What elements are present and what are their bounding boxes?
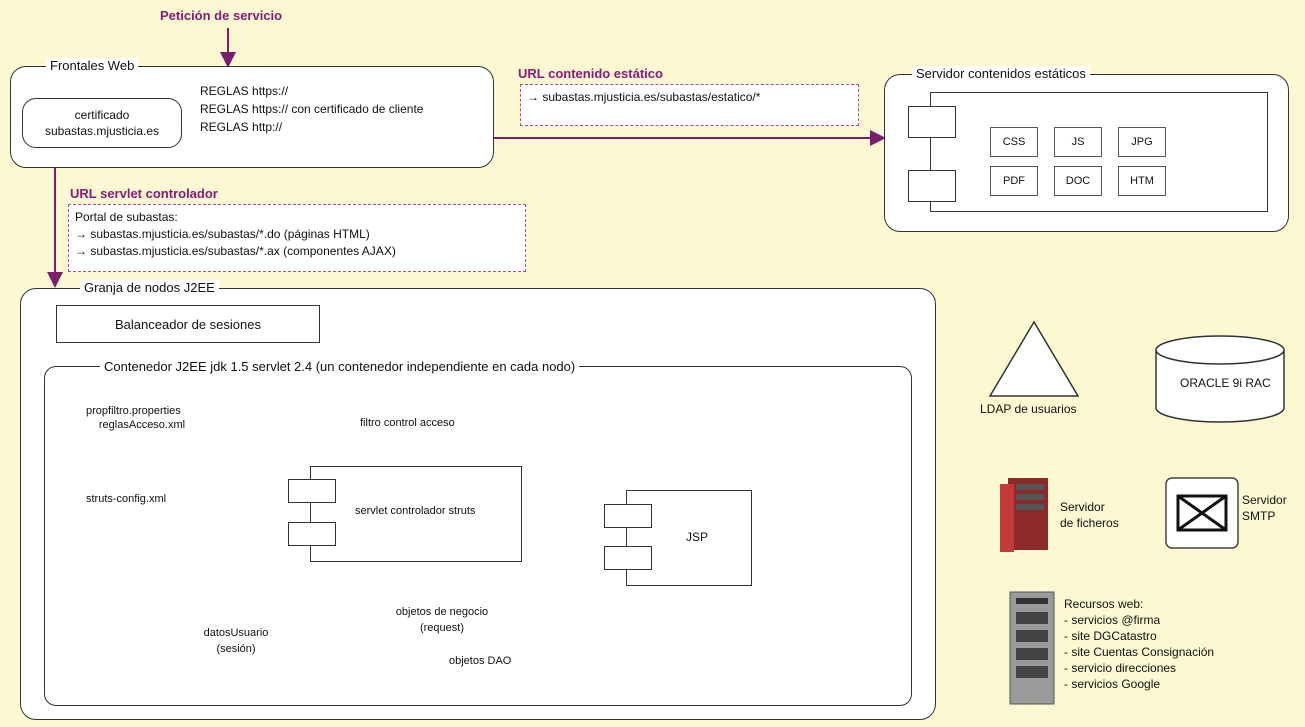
smtp-label: Servidor SMTP (1242, 492, 1287, 524)
ldap-triangle (988, 320, 1080, 397)
servlet-struts-box (310, 466, 522, 562)
jsp-port-top (604, 504, 652, 528)
certificado-line2: subastas.mjusticia.es (44, 124, 160, 138)
recursos-item: - servicios @firma (1064, 613, 1161, 627)
objetos-negocio-label: objetos de negocio (request) (380, 604, 504, 636)
recursos-web-list: Recursos web: - servicios @firma - site … (1064, 596, 1214, 692)
jsp-port-bottom (604, 546, 652, 570)
url-estatico-text: → subastas.mjusticia.es/subastas/estatic… (527, 90, 761, 104)
dao-label: objetos DAO (449, 655, 512, 667)
datos-usuario-label: datosUsuario (sesión) (186, 625, 286, 657)
servidor-estaticos-title: Servidor contenidos estáticos (912, 66, 1090, 81)
propfiltro-line2: reglasAcceso.xml (98, 419, 186, 431)
component-port-bottom (908, 170, 956, 202)
smtp-line1: Servidor (1242, 493, 1287, 507)
servidor-ficheros-label: Servidor de ficheros (1060, 499, 1119, 531)
datos-line2: (sesión) (216, 643, 256, 655)
oracle-label: ORACLE 9i RAC (1180, 376, 1271, 390)
certificado-box: certificado subastas.mjusticia.es (22, 98, 182, 148)
reglas-3: REGLAS http:// (200, 120, 283, 134)
recursos-item: - site DGCatastro (1064, 629, 1157, 643)
recursos-item: - servicios Google (1064, 677, 1161, 691)
component-port-top (908, 106, 956, 138)
servlet-struts-label: servlet controlador struts (355, 505, 476, 517)
recursos-item: - servicio direcciones (1064, 661, 1177, 675)
recursos-item: - site Cuentas Consignación (1064, 645, 1215, 659)
filetype-pdf: PDF (990, 166, 1038, 196)
certificado-line1: certificado (74, 108, 130, 122)
ficheros-line1: Servidor (1060, 500, 1105, 514)
contenedor-title: Contenedor J2EE jdk 1.5 servlet 2.4 (un … (100, 359, 580, 374)
struts-config-text: struts-config.xml (86, 493, 167, 505)
reglas-2: REGLAS https:// con certificado de clien… (200, 102, 424, 116)
propfiltro-line1: propfiltro.properties (86, 405, 181, 417)
url-servlet-box: Portal de subastas: → subastas.mjusticia… (68, 204, 526, 272)
reglas-1: REGLAS https:// (200, 84, 289, 98)
peticion-label: Petición de servicio (160, 8, 283, 23)
datos-line1: datosUsuario (203, 627, 269, 639)
filetype-jpg: JPG (1118, 127, 1166, 157)
portal-line1: Portal de subastas: (75, 210, 178, 224)
filtro-label: filtro control acceso (360, 417, 455, 429)
server-icon-red (1000, 478, 1048, 552)
propfiltro-text: propfiltro.properties reglasAcceso.xml (86, 404, 198, 432)
granja-title: Granja de nodos J2EE (80, 280, 219, 295)
portal-line3: → subastas.mjusticia.es/subastas/*.ax (c… (75, 244, 396, 258)
oracle-cylinder (1155, 335, 1285, 423)
recursos-title: Recursos web: (1064, 597, 1144, 611)
filetype-htm: HTM (1118, 166, 1166, 196)
reglas-text: REGLAS https:// REGLAS https:// con cert… (200, 82, 423, 136)
frontales-web-title: Frontales Web (46, 58, 139, 73)
server-icon-grey (1009, 591, 1055, 705)
filetype-doc: DOC (1054, 166, 1102, 196)
servlet-port-bottom (288, 522, 336, 546)
url-estatico-title: URL contenido estático (518, 66, 663, 81)
filetype-css: CSS (990, 127, 1038, 157)
ficheros-line2: de ficheros (1060, 516, 1119, 530)
jsp-label: JSP (686, 530, 709, 544)
portal-line2: → subastas.mjusticia.es/subastas/*.do (p… (75, 227, 370, 241)
servlet-port-top (288, 479, 336, 503)
ldap-label: LDAP de usuarios (980, 402, 1077, 416)
filetype-js: JS (1054, 127, 1102, 157)
url-servlet-title: URL servlet controlador (70, 186, 218, 201)
smtp-line2: SMTP (1242, 509, 1276, 523)
objetos-line1: objetos de negocio (395, 606, 489, 618)
objetos-line2: (request) (419, 622, 465, 634)
url-estatico-box: → subastas.mjusticia.es/subastas/estatic… (520, 84, 859, 126)
balanceador-box: Balanceador de sesiones (56, 305, 320, 343)
envelope-icon (1165, 477, 1239, 549)
